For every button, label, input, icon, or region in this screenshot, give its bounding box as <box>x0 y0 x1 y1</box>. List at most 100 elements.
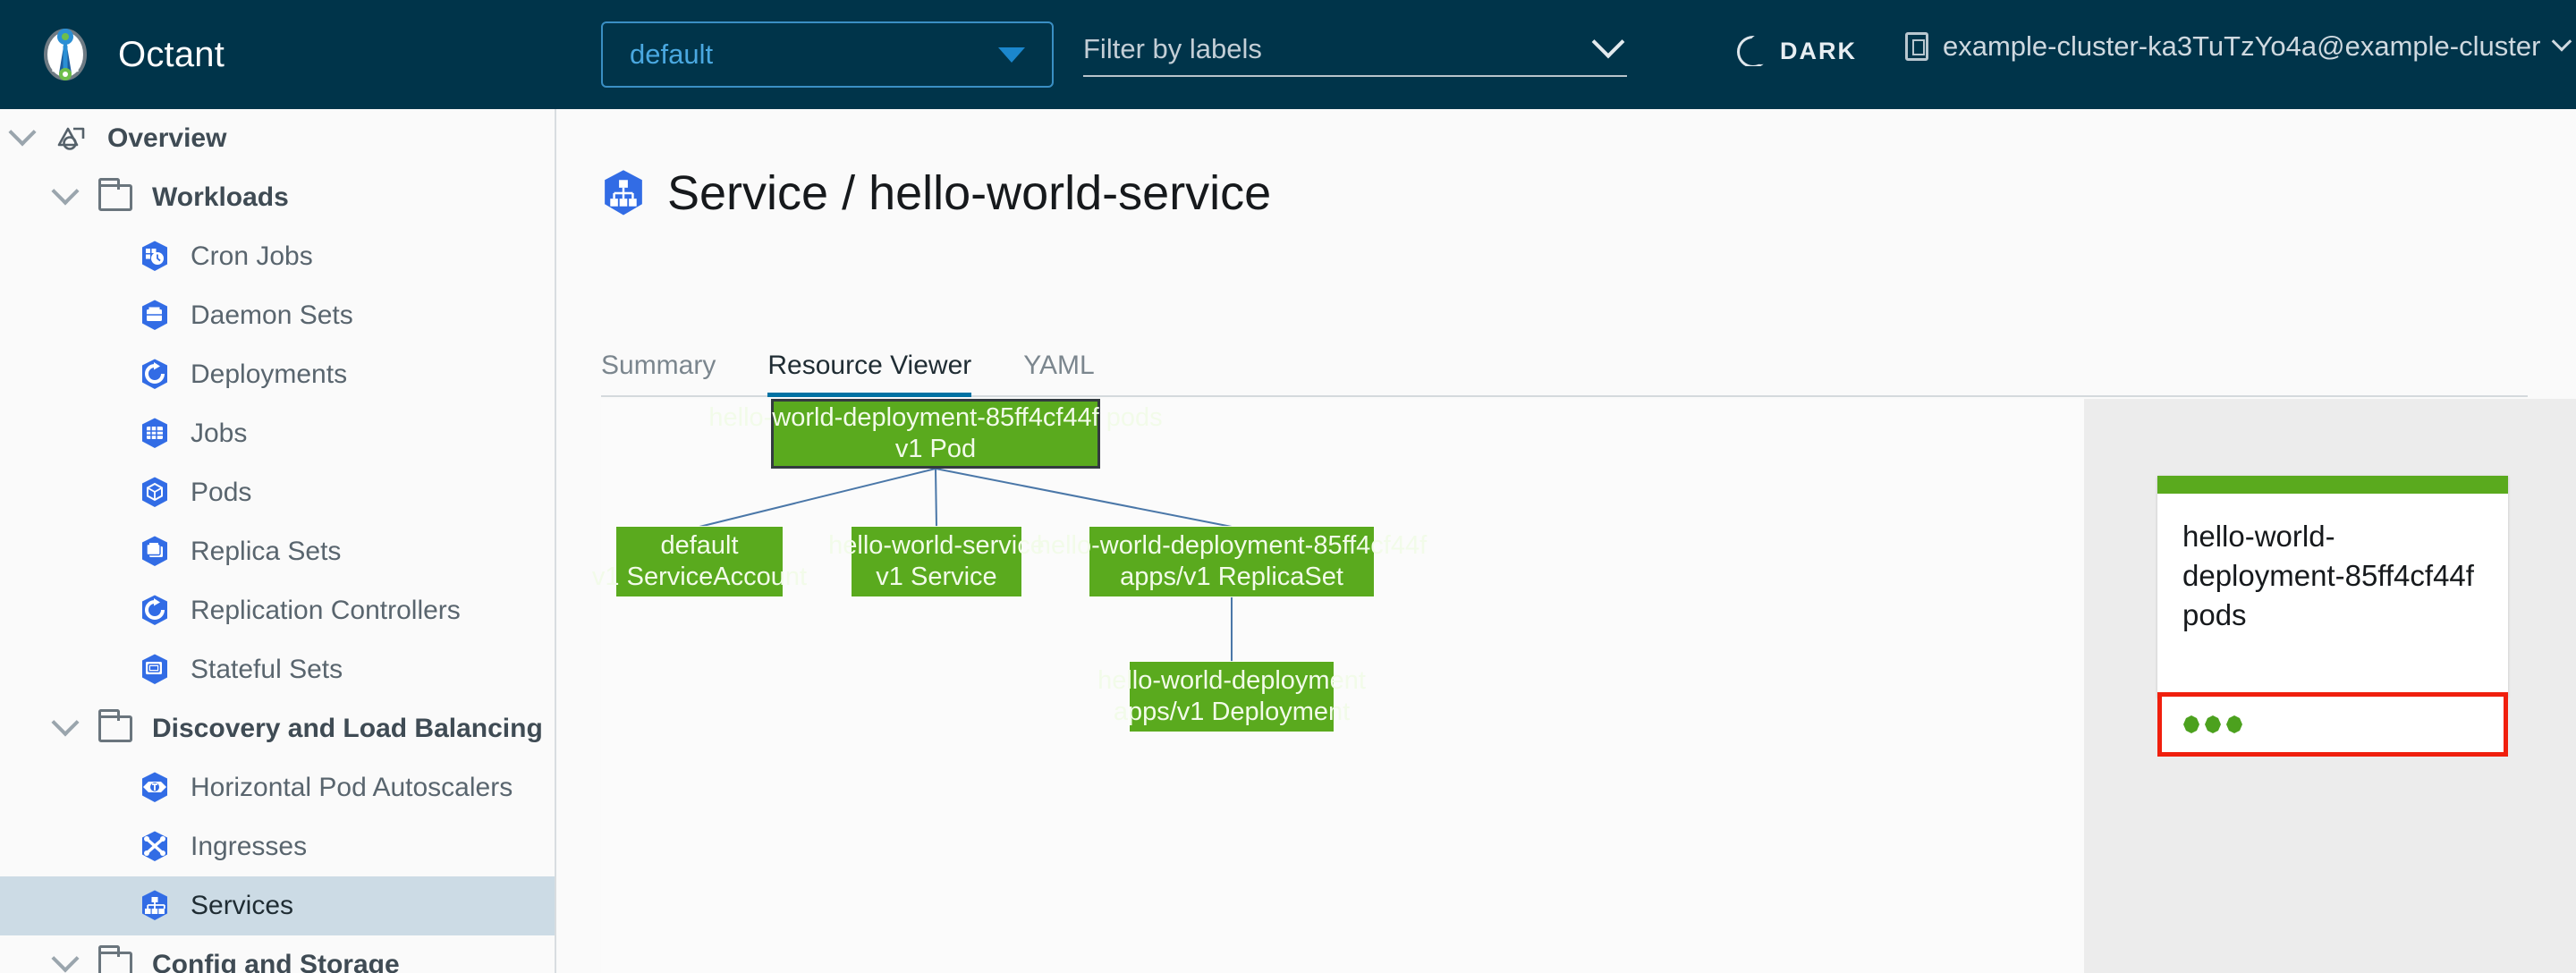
chevron-down-icon[interactable] <box>51 177 80 206</box>
sidebar-item-label: Replication Controllers <box>191 596 461 625</box>
sidebar-item-label: Daemon Sets <box>191 300 353 330</box>
chevron-down-icon[interactable] <box>8 118 37 147</box>
sidebar-item-label: Stateful Sets <box>191 655 343 684</box>
label-filter-input[interactable]: Filter by labels <box>1083 23 1627 77</box>
sidebar-item-horizontal-pod-autoscalers[interactable]: Horizontal Pod Autoscalers <box>0 758 555 817</box>
brand-title: Octant <box>118 34 225 74</box>
sidebar-item-label: Horizontal Pod Autoscalers <box>191 773 513 802</box>
graph-node-label: apps/v1 ReplicaSet <box>1120 563 1343 591</box>
brand[interactable]: Octant <box>38 27 225 82</box>
graph-node-label: hello-world-deployment-85ff4cf44f pods <box>708 402 1163 432</box>
sidebar-item-label: Replica Sets <box>191 537 342 566</box>
graph-node-label: hello-world-deployment-85ff4cf44f <box>1036 530 1428 560</box>
page-title: Service / hello-world-service <box>601 165 2576 221</box>
sidebar-item-config-and-storage[interactable]: Config and Storage <box>0 935 555 973</box>
theme-toggle-button[interactable]: DARK <box>1737 36 1857 66</box>
sidebar-item-label: Deployments <box>191 360 348 389</box>
sidebar-item-daemon-sets[interactable]: Daemon Sets <box>0 286 555 345</box>
sidebar-item-workloads[interactable]: Workloads <box>0 168 555 227</box>
sidebar-item-cron-jobs[interactable]: Cron Jobs <box>0 227 555 286</box>
namespace-value: default <box>630 38 714 70</box>
chevron-down-icon[interactable] <box>1591 25 1625 59</box>
detail-card[interactable]: hello-world-deployment-85ff4cf44f pods <box>2157 476 2508 757</box>
ingresses-icon <box>139 830 171 864</box>
folder-icon <box>98 945 132 973</box>
namespace-select[interactable]: default <box>601 21 1054 88</box>
graph-node-label: v1 Pod <box>894 435 977 463</box>
services-icon <box>601 169 646 217</box>
cron-jobs-icon <box>139 240 171 274</box>
folder-icon <box>98 178 132 211</box>
pod-status-dot[interactable] <box>2203 715 2223 734</box>
jobs-icon <box>139 417 171 451</box>
overview-icon <box>55 125 88 152</box>
tab-yaml[interactable]: YAML <box>1023 351 1095 380</box>
chevron-down-icon <box>2552 31 2572 52</box>
sidebar-item-jobs[interactable]: Jobs <box>0 404 555 463</box>
chevron-down-icon[interactable] <box>51 708 80 737</box>
sidebar-item-label: Workloads <box>152 182 289 212</box>
pod-status-dot[interactable] <box>2182 715 2201 734</box>
graph-node-label: hello-world-deployment <box>1097 665 1366 695</box>
graph-node-label: hello-world-service <box>828 530 1045 560</box>
replica-sets-icon <box>139 535 171 569</box>
sidebar-item-replica-sets[interactable]: Replica Sets <box>0 522 555 581</box>
pod-status-highlight[interactable] <box>2157 692 2508 757</box>
graph-edge <box>935 468 1233 528</box>
graph-node-serviceaccount[interactable]: default v1 ServiceAccount <box>592 527 807 596</box>
graph-node-deployment[interactable]: hello-world-deployment apps/v1 Deployment <box>1097 662 1366 732</box>
cluster-name: example-cluster-ka3TuTzYo4a@example-clus… <box>1943 30 2541 62</box>
sidebar-item-label: Services <box>191 891 294 920</box>
sidebar-item-discovery-and-load-balancing[interactable]: Discovery and Load Balancing <box>0 699 555 758</box>
services-icon <box>139 889 171 923</box>
label-filter-placeholder: Filter by labels <box>1083 33 1262 64</box>
sidebar-item-overview[interactable]: Overview <box>0 109 555 168</box>
tab-summary[interactable]: Summary <box>601 351 716 380</box>
graph-node-pod[interactable]: hello-world-deployment-85ff4cf44f pods v1… <box>708 399 1163 469</box>
deployments-icon <box>139 358 171 392</box>
sidebar-item-label: Overview <box>107 123 227 153</box>
resource-graph[interactable]: hello-world-deployment-85ff4cf44f pods v1… <box>592 399 2084 973</box>
detail-card-accent-bar <box>2157 476 2508 494</box>
page-title-text: Service / hello-world-service <box>667 166 1272 220</box>
caret-down-icon <box>998 47 1025 63</box>
graph-edge <box>699 468 936 528</box>
main-content: Service / hello-world-service Summary Res… <box>558 109 2576 973</box>
chevron-down-icon[interactable] <box>51 944 80 973</box>
sidebar-item-deployments[interactable]: Deployments <box>0 345 555 404</box>
graph-node-service[interactable]: hello-world-service v1 Service <box>828 527 1045 596</box>
theme-toggle-label: DARK <box>1780 37 1857 64</box>
graph-edges <box>699 468 1233 662</box>
hpa-icon <box>139 771 171 805</box>
daemon-sets-icon <box>139 299 171 333</box>
top-header: Octant default Filter by labels DARK exa… <box>0 0 2576 109</box>
graph-node-label: v1 ServiceAccount <box>591 563 808 591</box>
sidebar-item-pods[interactable]: Pods <box>0 463 555 522</box>
folder-icon <box>98 709 132 742</box>
pods-icon <box>139 476 171 510</box>
moon-icon <box>1737 36 1767 66</box>
detail-panel: hello-world-deployment-85ff4cf44f pods <box>2084 399 2576 973</box>
sidebar-item-label: Ingresses <box>191 832 308 861</box>
sidebar-item-label: Pods <box>191 478 252 507</box>
graph-node-label: v1 Service <box>876 563 997 591</box>
sidebar-item-ingresses[interactable]: Ingresses <box>0 817 555 876</box>
sidebar-item-label: Cron Jobs <box>191 241 313 271</box>
graph-node-label: default <box>660 530 739 560</box>
graph-node-label: apps/v1 Deployment <box>1113 698 1351 726</box>
sidebar-item-stateful-sets[interactable]: Stateful Sets <box>0 640 555 699</box>
replication-controllers-icon <box>139 594 171 628</box>
tab-bar: Summary Resource Viewer YAML <box>601 345 2528 397</box>
cluster-selector[interactable]: example-cluster-ka3TuTzYo4a@example-clus… <box>1905 30 2572 63</box>
detail-card-title: hello-world-deployment-85ff4cf44f pods <box>2182 520 2474 631</box>
stateful-sets-icon <box>139 653 171 687</box>
cluster-icon <box>1905 32 1928 61</box>
sidebar-item-label: Config and Storage <box>152 950 400 973</box>
graph-node-replicaset[interactable]: hello-world-deployment-85ff4cf44f apps/v1… <box>1037 527 1427 596</box>
sidebar-item-replication-controllers[interactable]: Replication Controllers <box>0 581 555 640</box>
octant-logo-icon <box>38 27 93 82</box>
pod-status-dot[interactable] <box>2224 715 2244 734</box>
sidebar-item-services[interactable]: Services <box>0 876 555 935</box>
sidebar-item-label: Jobs <box>191 419 248 448</box>
tab-resource-viewer[interactable]: Resource Viewer <box>767 351 971 397</box>
